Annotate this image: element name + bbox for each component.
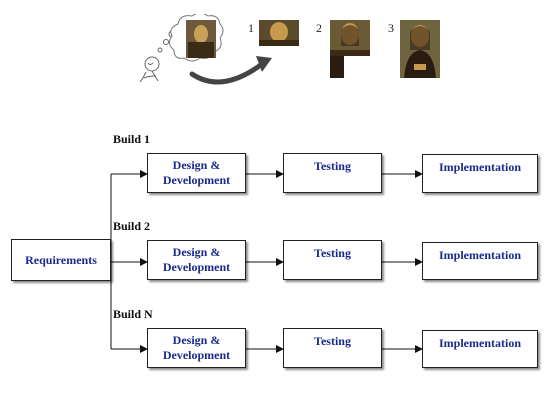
build-n-design-box: Design & Development xyxy=(147,328,246,368)
implementation-label: Implementation xyxy=(439,160,521,174)
build-1-testing-box: Testing xyxy=(283,153,382,193)
build-n-label: Build N xyxy=(113,307,153,321)
testing-label: Testing xyxy=(314,334,351,348)
curved-arrow-icon xyxy=(189,56,272,85)
illustration xyxy=(130,12,430,94)
implementation-label: Implementation xyxy=(439,248,521,262)
build-1-label: Build 1 xyxy=(113,132,151,146)
requirements-label: Requirements xyxy=(25,252,97,267)
build-1-implementation-box: Implementation xyxy=(422,154,538,193)
build-n-testing-box: Testing xyxy=(283,328,382,368)
implementation-label: Implementation xyxy=(439,336,521,350)
build-1-design-box: Design & Development xyxy=(147,153,246,193)
design-label-line2: Development xyxy=(162,348,231,362)
step-2-number: 2 xyxy=(316,21,322,35)
testing-label: Testing xyxy=(314,159,351,173)
illustration-art xyxy=(139,12,272,85)
design-label-line1: Design & xyxy=(172,245,221,259)
build-2-testing-box: Testing xyxy=(283,240,382,280)
build-2-design-box: Design & Development xyxy=(147,240,246,280)
build-2-label: Build 2 xyxy=(113,219,151,233)
design-label-line2: Development xyxy=(162,173,231,187)
build-n-implementation-box: Implementation xyxy=(422,330,538,368)
mona-lisa-face-crop-icon xyxy=(259,20,299,46)
mona-lisa-full-icon xyxy=(400,20,440,78)
requirements-box: Requirements xyxy=(11,239,111,281)
design-label-line1: Design & xyxy=(172,333,221,347)
step-1-number: 1 xyxy=(248,21,254,35)
design-label-line1: Design & xyxy=(172,158,221,172)
testing-label: Testing xyxy=(314,246,351,260)
thought-bubble xyxy=(168,12,224,62)
build-2-implementation-box: Implementation xyxy=(422,242,538,280)
step-3-number: 3 xyxy=(388,21,394,35)
mona-lisa-partial-icon xyxy=(330,20,370,78)
design-label-line2: Development xyxy=(162,260,231,274)
